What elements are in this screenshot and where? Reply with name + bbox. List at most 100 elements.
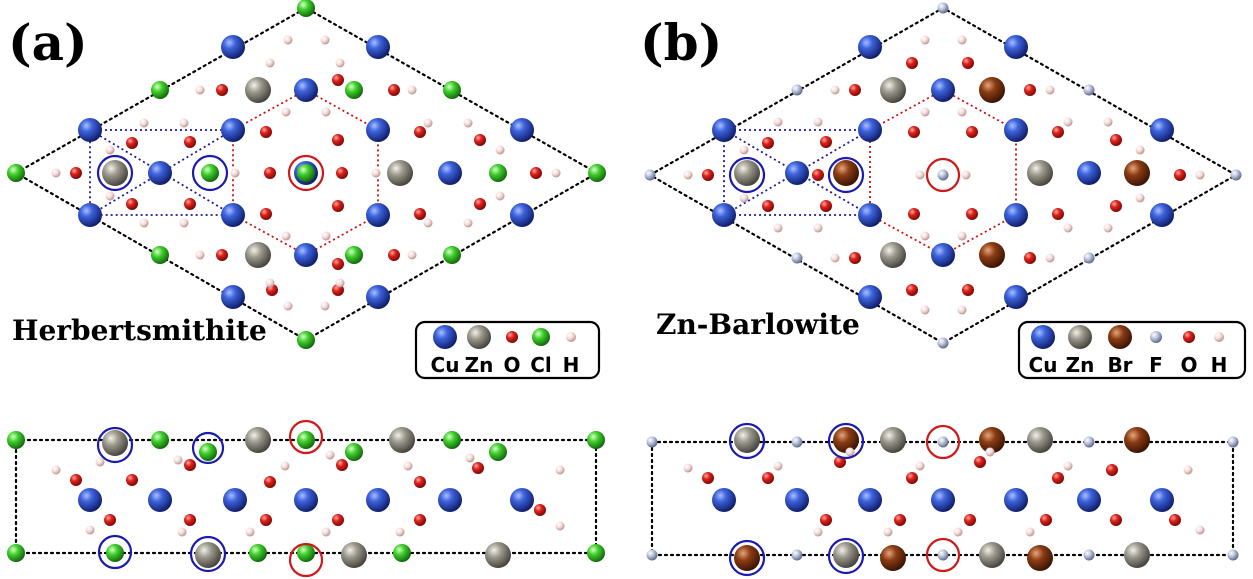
a-side-o-atom — [264, 476, 276, 488]
b-top-h-atom — [1045, 85, 1055, 95]
a-top-o-atom — [216, 84, 228, 96]
b-top-o-atom — [966, 208, 978, 220]
b-side-h-atom — [845, 447, 855, 457]
a-top-cu-atom — [148, 161, 172, 185]
a-top-cu-atom — [221, 285, 245, 309]
b-top-zn-atom — [734, 160, 760, 186]
a-side-zn-atom — [389, 427, 415, 453]
b-top-h-atom — [1135, 193, 1145, 203]
a-side-h-atom — [325, 450, 335, 460]
a-top-h-atom — [495, 191, 505, 201]
b-top-o-atom — [812, 169, 824, 181]
b-side-o-atom — [1052, 472, 1064, 484]
b-top-cu-atom — [1077, 161, 1101, 185]
b-side-f-atom — [791, 436, 803, 448]
a-top-h-atom — [195, 85, 205, 95]
a-top-o-atom — [184, 198, 196, 210]
b-side-f-atom — [1227, 549, 1239, 561]
a-side-o-atom — [332, 514, 344, 526]
b-top-o-atom — [820, 136, 832, 148]
a-side-zn-atom — [341, 542, 367, 568]
legend-a-o-swatch — [506, 331, 518, 343]
b-top-h-atom — [739, 193, 749, 203]
a-top-o-atom — [332, 200, 344, 212]
a-top-h-atom — [463, 218, 473, 228]
a-top-h-atom — [321, 107, 331, 117]
b-top-h-atom — [830, 85, 840, 95]
a-side-h-atom — [465, 453, 475, 463]
b-side-h-atom — [1183, 465, 1193, 475]
panel-a-top-zn-blue-ring — [96, 154, 134, 192]
b-top-h-atom — [1195, 170, 1205, 180]
legend-b-o-swatch — [1183, 331, 1195, 343]
b-side-o-atom — [1106, 464, 1118, 476]
b-top-cu-atom — [1004, 285, 1028, 309]
a-top-h-atom — [230, 168, 240, 178]
b-top-cu-atom — [712, 118, 736, 142]
a-top-o-atom — [260, 126, 272, 138]
a-top-cu-atom — [366, 35, 390, 59]
b-side-zn-atom — [1124, 542, 1150, 568]
a-side-cl-atom — [7, 431, 25, 449]
b-side-f-atom — [937, 436, 949, 448]
a-side-h-atom — [395, 527, 405, 537]
a-top-h-atom — [371, 168, 381, 178]
legend-b-br-swatch — [1108, 325, 1132, 349]
panel-b-legend: Cu Zn Br F O H — [1017, 320, 1247, 380]
a-top-cl-atom — [588, 164, 606, 182]
panel-b-top-f-red-ring — [925, 157, 961, 193]
b-top-f-atom — [1230, 169, 1242, 181]
legend-b-f-swatch — [1150, 331, 1162, 343]
legend-b-h-swatch — [1214, 332, 1224, 342]
a-top-cu-atom — [78, 118, 102, 142]
panel-a-label: (a) — [8, 13, 88, 72]
a-top-o-atom — [126, 137, 138, 149]
a-side-cl-atom — [151, 431, 169, 449]
a-top-cl-atom — [345, 246, 363, 264]
a-side-cl-atom — [587, 431, 605, 449]
b-side-cu-atom — [931, 488, 955, 512]
a-top-o-atom — [260, 208, 272, 220]
legend-a-zn-label: Zn — [465, 353, 494, 377]
a-top-zn-atom — [245, 77, 271, 103]
a-top-h-atom — [407, 250, 417, 260]
legend-a-h-swatch — [566, 332, 576, 342]
b-top-h-atom — [683, 170, 693, 180]
a-top-h-atom — [139, 118, 149, 128]
b-top-o-atom — [962, 284, 974, 296]
legend-b-cu-swatch — [1031, 325, 1055, 349]
a-top-h-atom — [265, 278, 275, 288]
b-side-o-atom — [906, 472, 918, 484]
a-side-cl-atom — [443, 431, 461, 449]
a-side-cu-atom — [510, 488, 534, 512]
b-side-br-atom — [880, 545, 906, 571]
b-top-h-atom — [920, 305, 930, 315]
a-top-h-atom — [281, 107, 291, 117]
a-top-cu-atom — [438, 161, 462, 185]
a-top-o-atom — [414, 208, 426, 220]
legend-b-br-label: Br — [1107, 353, 1132, 377]
a-top-cu-atom — [366, 203, 390, 227]
a-top-o-atom — [332, 134, 344, 146]
legend-a-cu-label: Cu — [431, 353, 460, 377]
b-side-o-atom — [1169, 514, 1181, 526]
a-side-cl-atom — [587, 544, 605, 562]
b-side-cu-atom — [1077, 488, 1101, 512]
b-top-h-atom — [1063, 223, 1073, 233]
a-top-cu-atom — [366, 285, 390, 309]
rings-layer — [96, 154, 961, 578]
panel-a-blue-star-path — [86, 128, 237, 216]
a-side-h-atom — [555, 521, 565, 531]
panel-b-top-br-blue-ring — [827, 156, 865, 194]
b-top-o-atom — [762, 200, 774, 212]
b-side-f-atom — [791, 549, 803, 561]
a-side-o-atom — [336, 459, 348, 471]
b-side-o-atom — [964, 514, 976, 526]
b-side-br-atom — [979, 427, 1005, 453]
a-side-cu-atom — [294, 488, 318, 512]
a-side-o-atom — [126, 474, 138, 486]
b-side-f-atom — [937, 549, 949, 561]
panel-a-side-cl-bottom-red-ring — [288, 542, 324, 578]
a-top-h-atom — [179, 118, 189, 128]
panel-a-side-cl-red-ring — [288, 419, 324, 455]
